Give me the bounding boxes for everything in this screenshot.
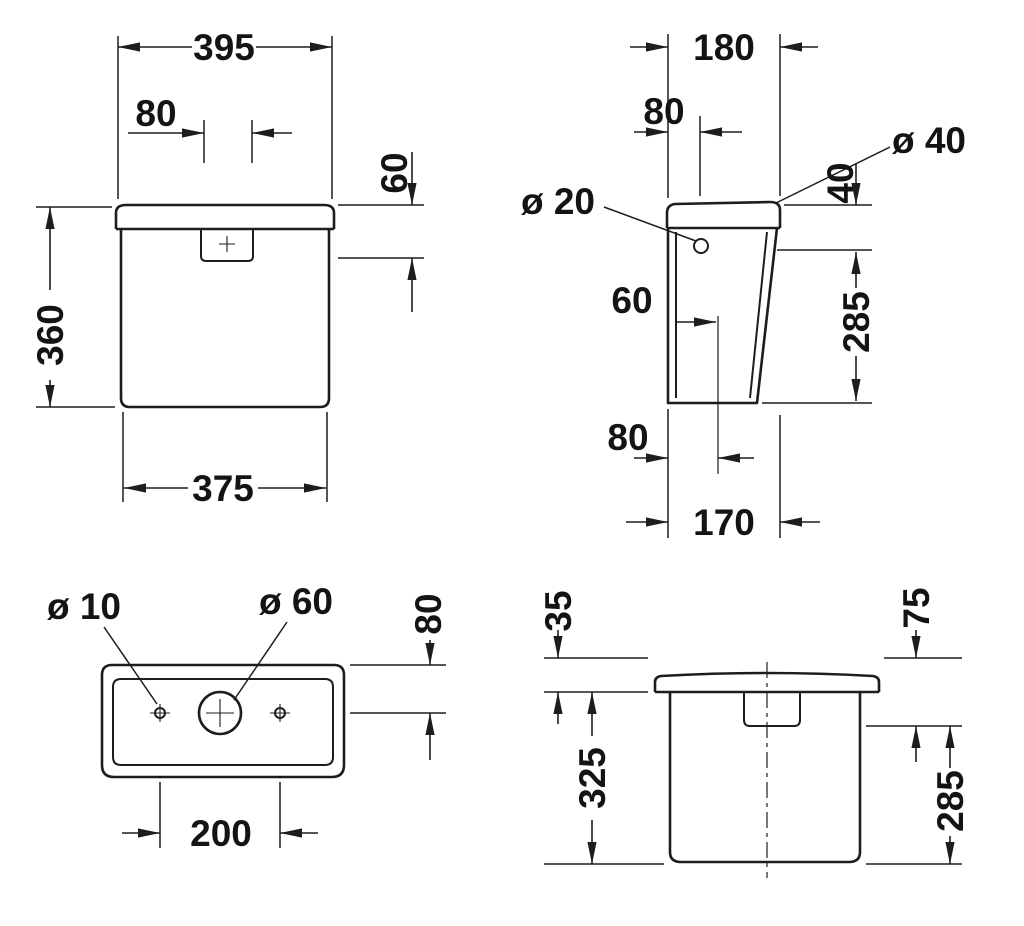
dim-top-hole-spacing: 200 [190, 813, 252, 854]
dim-front-height: 360 [30, 304, 71, 366]
dim-back-lower-height: 285 [930, 770, 971, 832]
dim-side-outlet-offset: 80 [607, 417, 648, 458]
side-dimension-lines [603, 34, 891, 538]
cistern-side-outline [665, 200, 782, 474]
front-extension-lines [36, 36, 424, 502]
front-button-cross-mark [219, 236, 235, 252]
dim-small-hole-diameter: ø 10 [47, 586, 121, 627]
dim-top-hole-depth-offset: 80 [408, 593, 449, 634]
dim-side-lid-height: 40 [820, 162, 861, 203]
side-lid-outline [665, 200, 782, 228]
dim-side-inlet-offset: 60 [611, 280, 652, 321]
small-hole-leader [103, 626, 158, 705]
lid-hole-leader [775, 146, 891, 204]
large-hole-leader [233, 621, 288, 701]
top-large-hole [197, 690, 243, 736]
side-view: 180 80 ø 40 ø 20 40 285 60 80 170 [521, 27, 966, 543]
cistern-top-outline [100, 663, 346, 779]
dim-front-width-bottom: 375 [192, 468, 254, 509]
dim-side-depth-top: 180 [693, 27, 755, 68]
front-dimension-lines [36, 36, 424, 502]
dim-front-button-width: 80 [135, 93, 176, 134]
back-dimension-lines [544, 630, 962, 865]
front-button-recess [200, 229, 254, 262]
side-wall-inner-lines [675, 231, 768, 399]
top-outer-outline [100, 663, 346, 779]
front-body-outline [119, 229, 331, 409]
front-view: 395 80 60 360 375 [30, 27, 424, 509]
top-view: ø 10 ø 60 80 200 [47, 581, 449, 854]
top-hole-crosshairs [150, 699, 290, 727]
side-extension-lines [667, 34, 872, 538]
dim-front-width-top: 395 [193, 27, 255, 68]
dim-back-top-offset: 75 [896, 587, 937, 628]
back-view: 35 325 75 285 [538, 587, 971, 878]
back-body-outline [668, 692, 862, 864]
inlet-hole-leader [603, 206, 697, 242]
dim-large-hole-diameter: ø 60 [259, 581, 333, 622]
back-valve-housing [743, 692, 801, 727]
dim-lid-hole-diameter: ø 40 [892, 120, 966, 161]
dim-inlet-hole-diameter: ø 20 [521, 181, 595, 222]
top-inner-outline [112, 678, 334, 766]
cistern-back-outline [653, 662, 881, 878]
dim-back-lid-height: 35 [538, 590, 579, 631]
dim-side-body-height: 285 [836, 291, 877, 353]
front-lid-outline [114, 203, 336, 229]
dim-side-depth-bottom: 170 [693, 502, 755, 543]
side-inlet-hole [693, 238, 709, 254]
dim-front-lid-height: 60 [374, 152, 415, 193]
dim-side-hole-offset-top: 80 [643, 91, 684, 132]
top-extension-lines [159, 664, 446, 848]
dim-back-body-height: 325 [572, 747, 613, 809]
top-dimension-lines [103, 621, 446, 848]
cistern-front-outline [114, 203, 336, 409]
side-body-outline [666, 227, 779, 405]
